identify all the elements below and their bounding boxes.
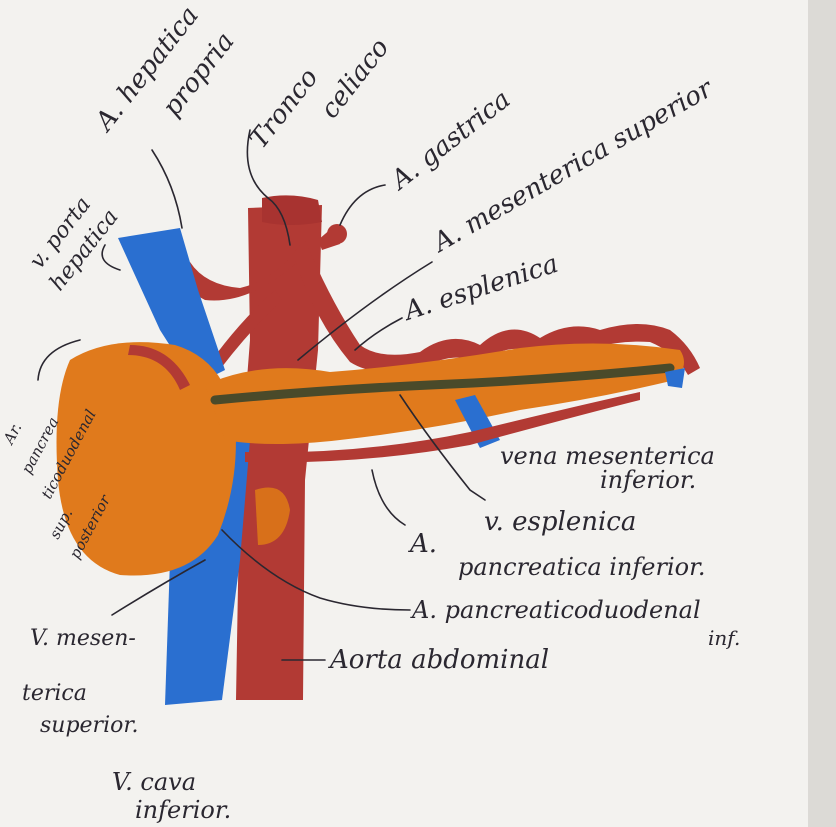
- label-v-esplenica: v. esplenica: [484, 507, 636, 537]
- label-pancreatica-inf-line1: A.: [408, 529, 437, 559]
- label-v-mesenterica-inf-line2: inferior.: [600, 466, 696, 494]
- label-v-mesenterica-sup-line1: V. mesen-: [30, 626, 136, 651]
- label-aorta: Aorta abdominal: [328, 645, 549, 675]
- label-v-mesenterica-sup-line2: terica: [22, 681, 87, 706]
- label-pd-inf-line2: inf.: [708, 626, 740, 650]
- label-pancreatica-inf-line2: pancreatica inferior.: [458, 553, 706, 581]
- paper-edge-shadow: [808, 0, 836, 827]
- label-v-mesenterica-sup-line3: superior.: [40, 713, 138, 738]
- label-v-cava-line2: inferior.: [135, 796, 231, 824]
- label-v-cava-line1: V. cava: [112, 768, 196, 796]
- label-pd-inf-line1: A. pancreaticoduodenal: [410, 596, 701, 624]
